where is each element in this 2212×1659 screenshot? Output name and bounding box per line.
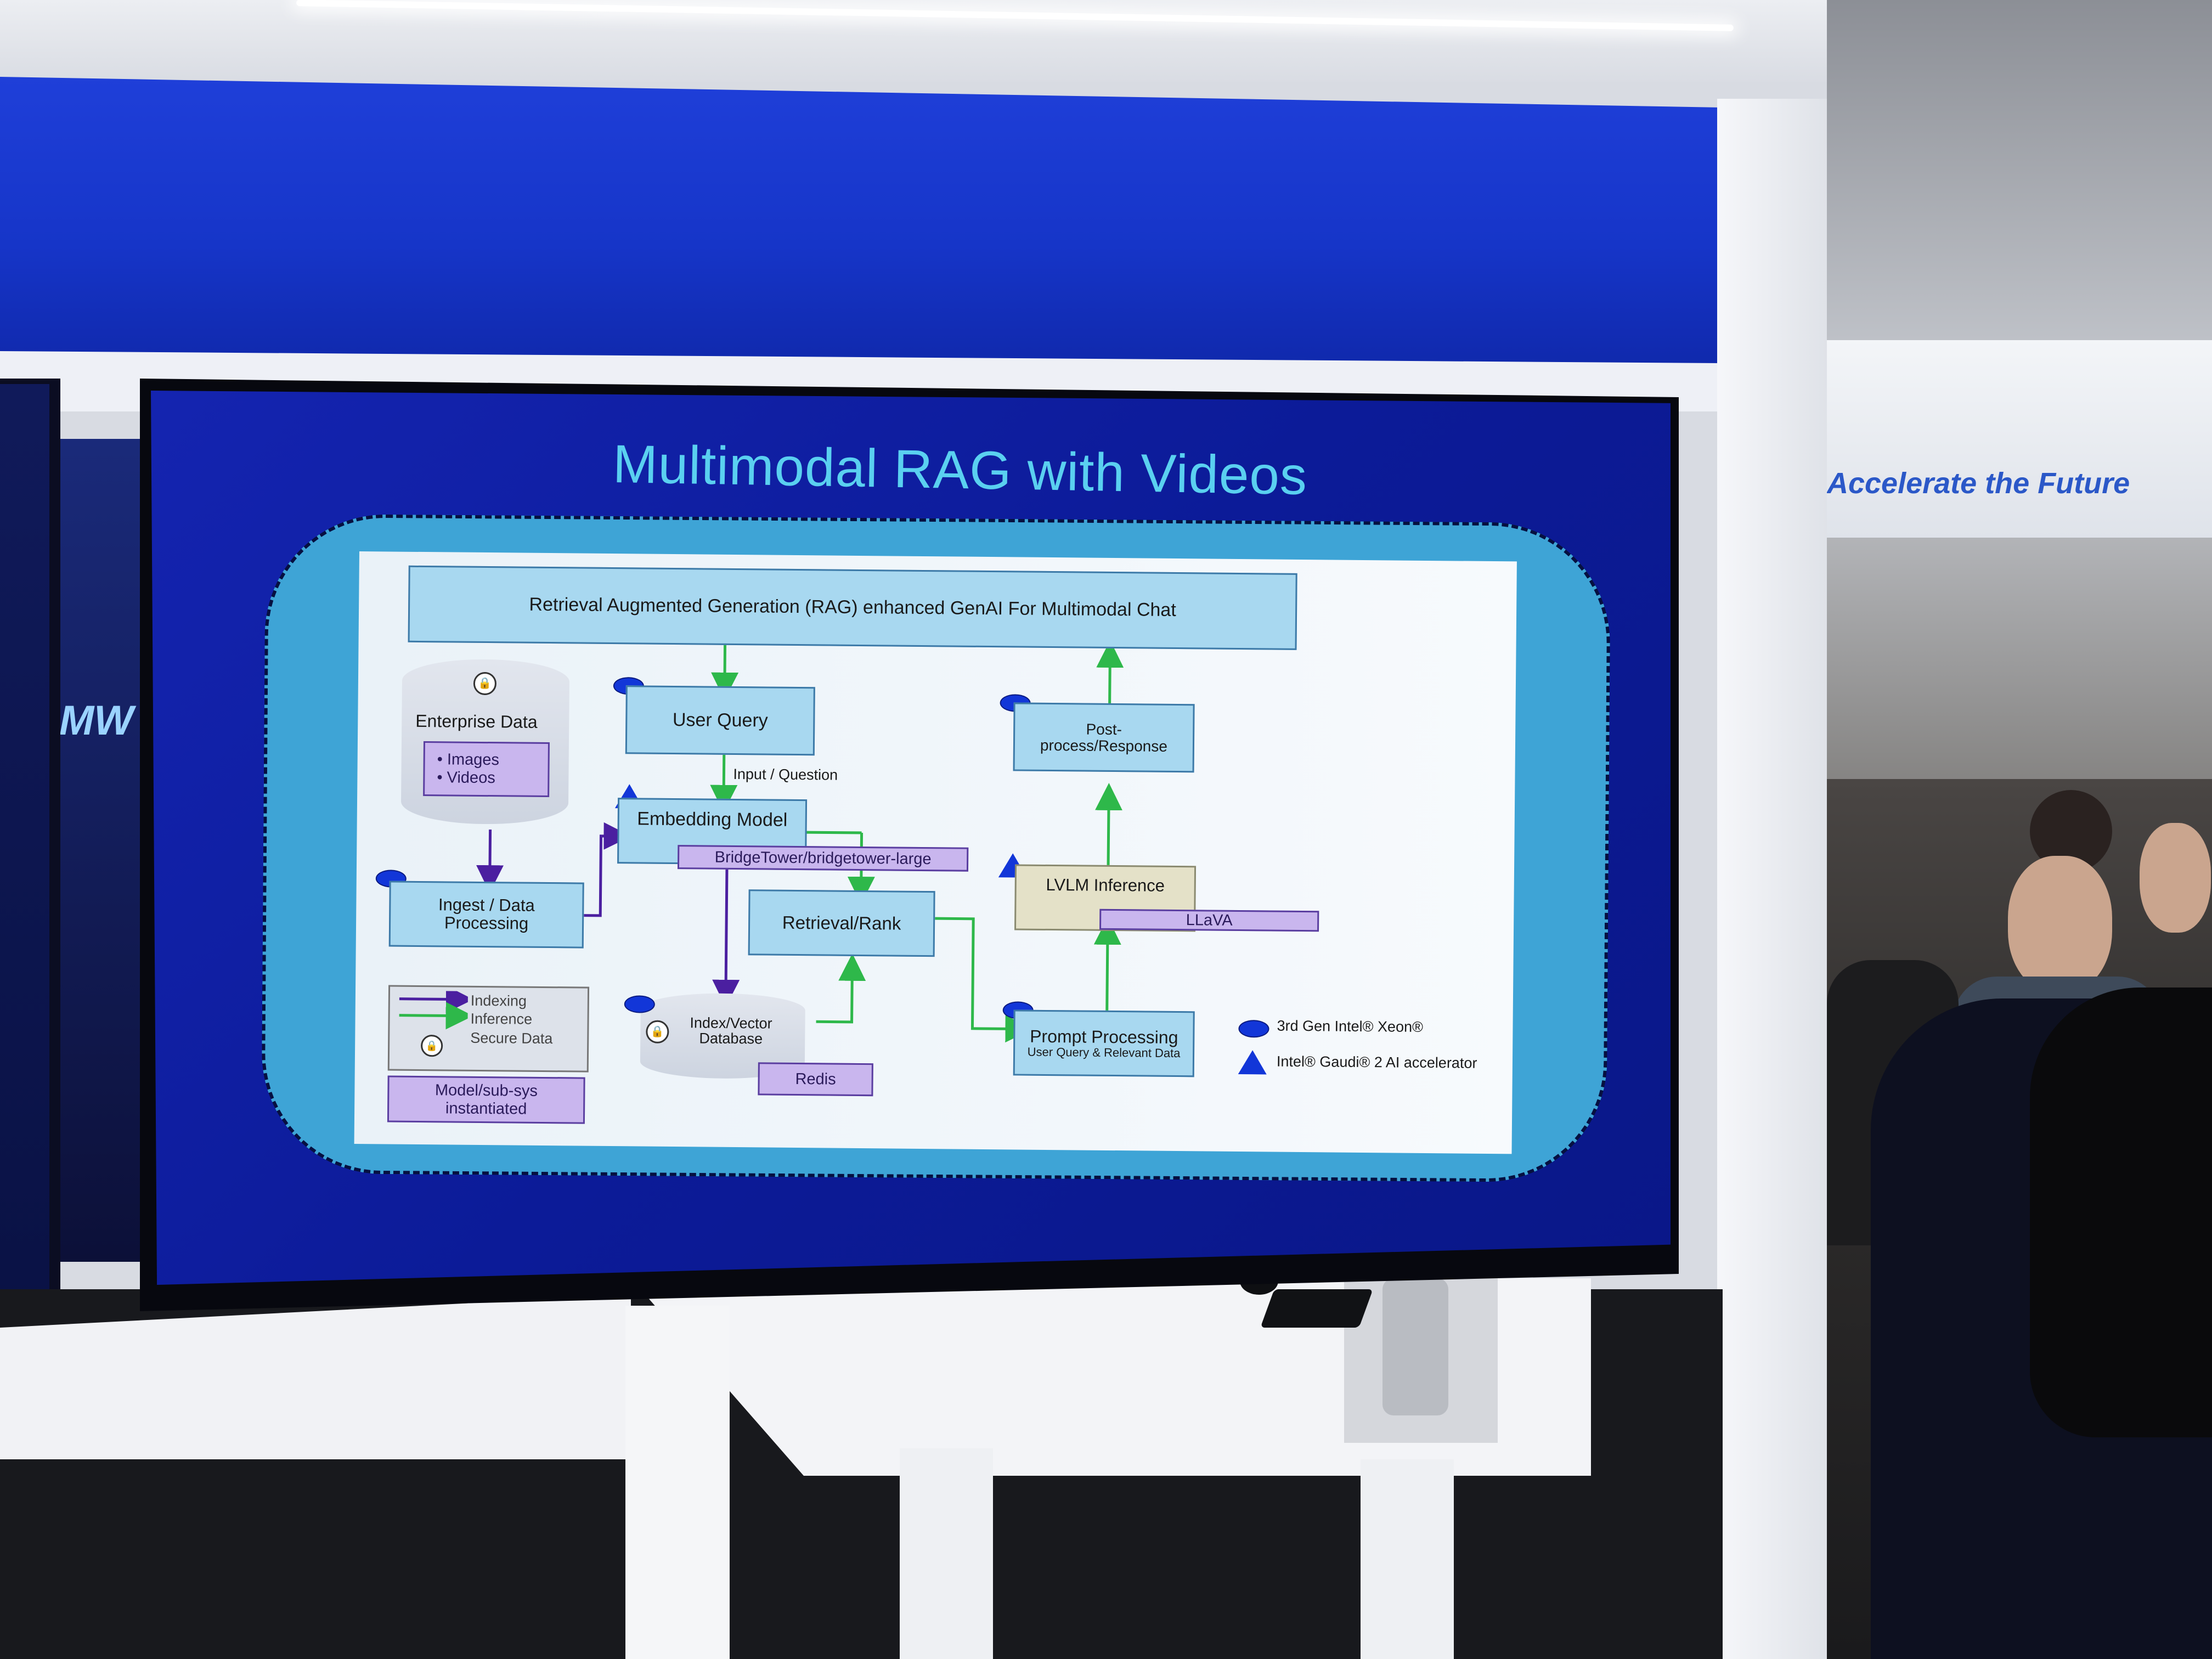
desk — [0, 1295, 631, 1459]
prompt-processing-label: Prompt Processing — [1030, 1026, 1178, 1047]
arrow-lvlm-to-post — [1094, 782, 1122, 873]
person-face — [2140, 823, 2211, 933]
arrow-embed-to-index — [712, 853, 740, 1007]
retrieval-box: Retrieval/Rank — [748, 889, 935, 957]
stand-cutout — [1383, 1278, 1448, 1415]
enterprise-data-items: • Images • Videos — [423, 741, 550, 798]
enterprise-data-label: Enterprise Data — [415, 710, 538, 732]
lock-icon: 🔒 — [646, 1020, 669, 1043]
xeon-marker — [624, 995, 655, 1013]
desk-leg — [900, 1448, 993, 1659]
booth-slogan: Accelerate the Future — [1827, 467, 2130, 500]
enterprise-item-images: • Images — [437, 751, 500, 769]
arrow-redis-to-retrieval — [816, 953, 866, 1024]
llava-tag: LLaVA — [1099, 909, 1319, 932]
legend-xeon: 3rd Gen Intel® Xeon® — [1277, 1017, 1424, 1035]
person-hair — [2030, 988, 2212, 1437]
prompt-processing-sub: User Query & Relevant Data — [1027, 1045, 1181, 1060]
embedding-model-tag: BridgeTower/bridgetower-large — [677, 845, 969, 872]
left-booth-wall — [55, 439, 154, 1262]
arrow-retrieval-to-prompt — [935, 917, 1033, 1043]
desk-leg — [625, 1306, 730, 1659]
key-inference: Inference — [470, 1010, 533, 1028]
slide-title: Multimodal RAG with Videos — [612, 433, 1308, 506]
background-booth — [1827, 340, 2212, 538]
index-db-label: Index/Vector Database — [690, 1014, 772, 1047]
header-box: Retrieval Augmented Generation (RAG) enh… — [408, 565, 1297, 650]
enterprise-item-videos: • Videos — [437, 769, 495, 787]
desk-leg — [1361, 1459, 1454, 1659]
left-monitor-screen — [0, 384, 49, 1306]
blue-banner — [0, 77, 1723, 384]
lock-icon: 🔒 — [420, 1035, 443, 1057]
lock-icon: 🔒 — [473, 672, 497, 696]
key-secure: Secure Data — [470, 1029, 553, 1047]
arrow-prompt-to-lvlm — [1093, 917, 1121, 1011]
prompt-processing-box: Prompt Processing User Query & Relevant … — [1013, 1009, 1195, 1077]
key-model-label: Model/sub-sys instantiated — [387, 1075, 585, 1124]
key-arrows — [399, 990, 469, 1030]
rag-diagram: Retrieval Augmented Generation (RAG) enh… — [354, 551, 1517, 1154]
white-pillar — [1717, 99, 1827, 1659]
key-indexing: Indexing — [470, 992, 527, 1009]
post-process-box: Post-process/Response — [1013, 702, 1195, 773]
xeon-icon — [1238, 1020, 1269, 1038]
left-booth-text: MW — [59, 697, 134, 744]
user-query-box: User Query — [625, 685, 815, 756]
redis-tag: Redis — [758, 1062, 873, 1097]
person-face — [2008, 856, 2112, 993]
arrow-ingest-to-embed — [584, 822, 631, 917]
gaudi-icon — [1238, 1050, 1267, 1075]
ingest-box: Ingest / Data Processing — [388, 881, 584, 949]
legend-gaudi: Intel® Gaudi® 2 AI accelerator — [1276, 1053, 1477, 1071]
input-question-label: Input / Question — [733, 765, 838, 783]
keyboard — [1260, 1289, 1373, 1328]
